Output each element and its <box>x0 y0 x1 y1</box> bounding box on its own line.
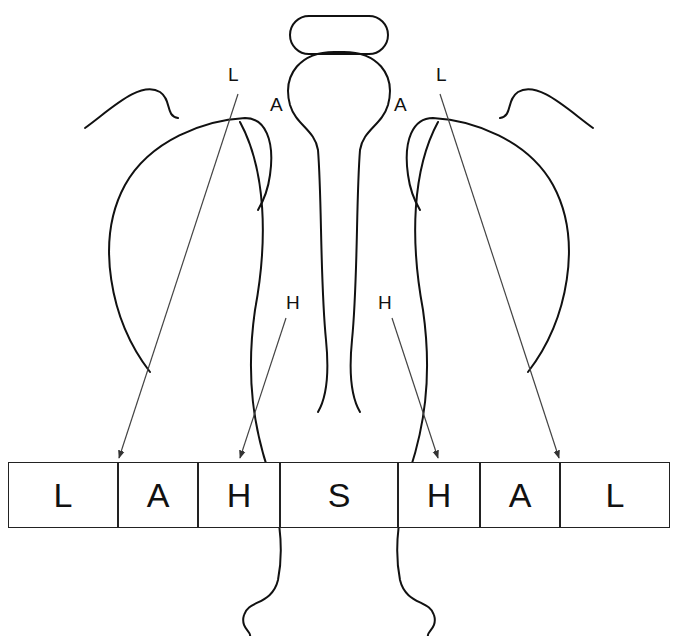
part-label: L <box>226 64 241 85</box>
part-label: A <box>268 94 285 115</box>
box-letter: L <box>52 478 75 512</box>
top-cap <box>290 16 388 54</box>
lobe-outline <box>109 118 271 372</box>
strip-box: L <box>8 462 118 528</box>
ear-outline <box>85 89 178 128</box>
box-letter: H <box>425 478 454 512</box>
part-label: A <box>392 94 409 115</box>
box-letter: L <box>604 478 627 512</box>
strip-box: L <box>560 462 670 528</box>
box-letter: S <box>326 478 353 512</box>
box-letter: A <box>507 478 534 512</box>
stem-outline <box>288 52 339 412</box>
strip-box: H <box>198 462 280 528</box>
leader-line <box>440 94 559 458</box>
part-label: H <box>284 292 302 313</box>
leader-line <box>392 318 438 458</box>
box-letter: A <box>145 478 172 512</box>
part-label: L <box>434 64 449 85</box>
mirrored-half <box>339 52 593 636</box>
half-outline <box>85 52 339 636</box>
strip-box: A <box>480 462 560 528</box>
leader-line <box>119 94 238 458</box>
part-label: H <box>376 292 394 313</box>
strip-box: H <box>398 462 480 528</box>
strip-box: S <box>280 462 398 528</box>
box-letter: H <box>225 478 254 512</box>
leader-line <box>240 318 286 458</box>
nerve-line <box>240 122 281 636</box>
strip-box: A <box>118 462 198 528</box>
